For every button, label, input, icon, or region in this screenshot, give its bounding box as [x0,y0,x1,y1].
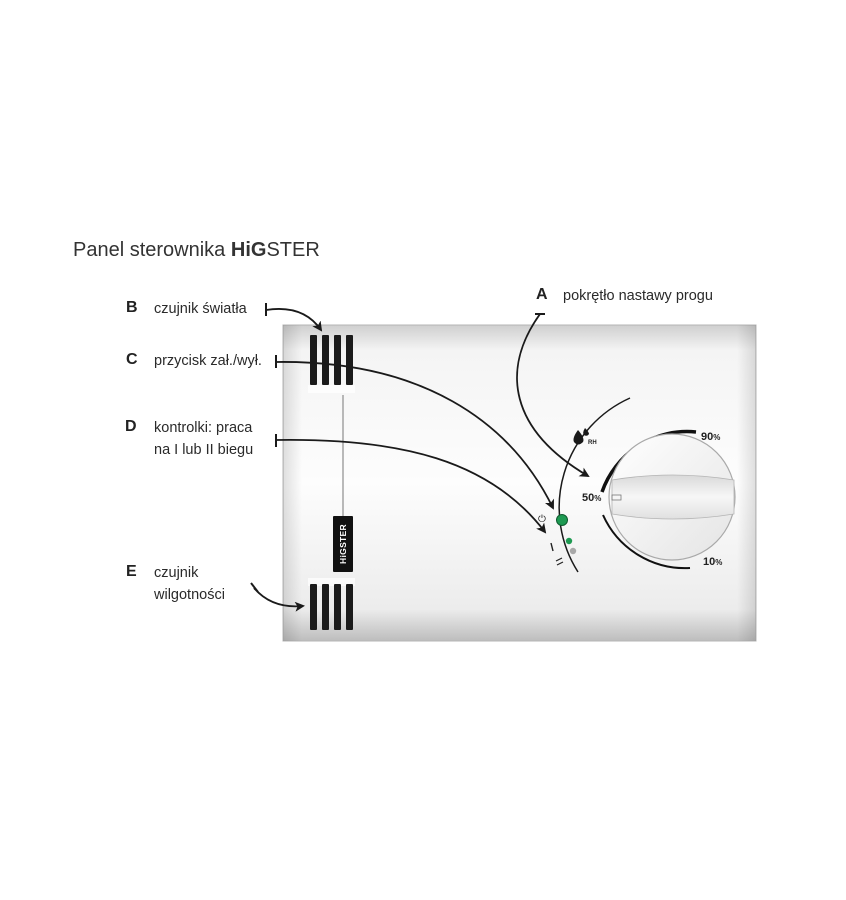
dial-lower-arc [602,514,691,570]
callout-a-text: pokrętło nastawy progu [563,288,713,304]
speed-1-mark [550,542,554,552]
speed-1-led [565,537,573,545]
title-brand-ster: STER [266,239,320,261]
brand-plate [333,516,353,572]
callout-b-text: czujnik światła [154,301,247,317]
threshold-knob[interactable] [608,433,736,561]
humidity-sensor-vent [308,578,355,630]
callout-d-letter: D [125,418,137,435]
dial-label-90: 90% [701,431,721,443]
callout-d-line1: kontrolki: praca [154,420,253,436]
callout-a-letter: A [536,286,548,303]
dial-label-10: 10% [703,556,723,568]
power-symbol-icon[interactable]: ⏻ [538,514,546,525]
speed-2-led [569,547,577,555]
speed-2-mark-b [556,561,564,566]
callout-e-text: czujnik wilgotności [154,562,225,606]
callout-b-letter: B [126,299,138,316]
light-sensor-vent [308,335,355,393]
page-title: Panel sterownika HiGSTER [73,239,320,262]
indicator-leds [556,514,577,555]
title-brand-hig: HiG [230,239,267,261]
callout-arrows [250,303,590,612]
callout-d-line2: na I lub II biegu [154,442,254,458]
callout-c-letter: C [126,351,138,368]
rh-label: RH [588,440,597,446]
callout-e-line2: wilgotności [154,587,225,603]
speed-2-mark-a [555,557,563,562]
callout-d-text: kontrolki: praca na I lub II biegu [154,417,253,461]
callout-e-line1: czujnik [154,565,199,581]
callout-c-text: przycisk zał./wył. [154,353,262,369]
dial-label-50: 50% [582,492,602,504]
dial-thin-arc [558,397,631,573]
callout-e-letter: E [126,563,137,580]
humidity-drop-icon [573,428,589,445]
title-prefix: Panel sterownika [73,239,231,261]
brand-label: HiGSTER [338,524,348,564]
power-led [556,514,568,526]
